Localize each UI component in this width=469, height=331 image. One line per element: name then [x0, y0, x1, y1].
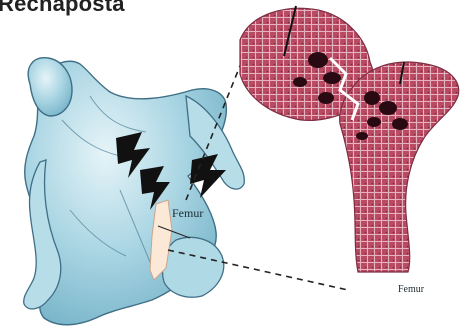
femur-label-cross-section: Femur	[398, 284, 424, 295]
femur-label-figure: Femur	[172, 206, 203, 221]
femoral-shaft	[340, 62, 459, 272]
figure-knee	[163, 237, 224, 297]
human-figure	[24, 58, 245, 325]
femur-cross-section	[240, 6, 459, 272]
page-title: Recnaposta	[0, 0, 125, 17]
